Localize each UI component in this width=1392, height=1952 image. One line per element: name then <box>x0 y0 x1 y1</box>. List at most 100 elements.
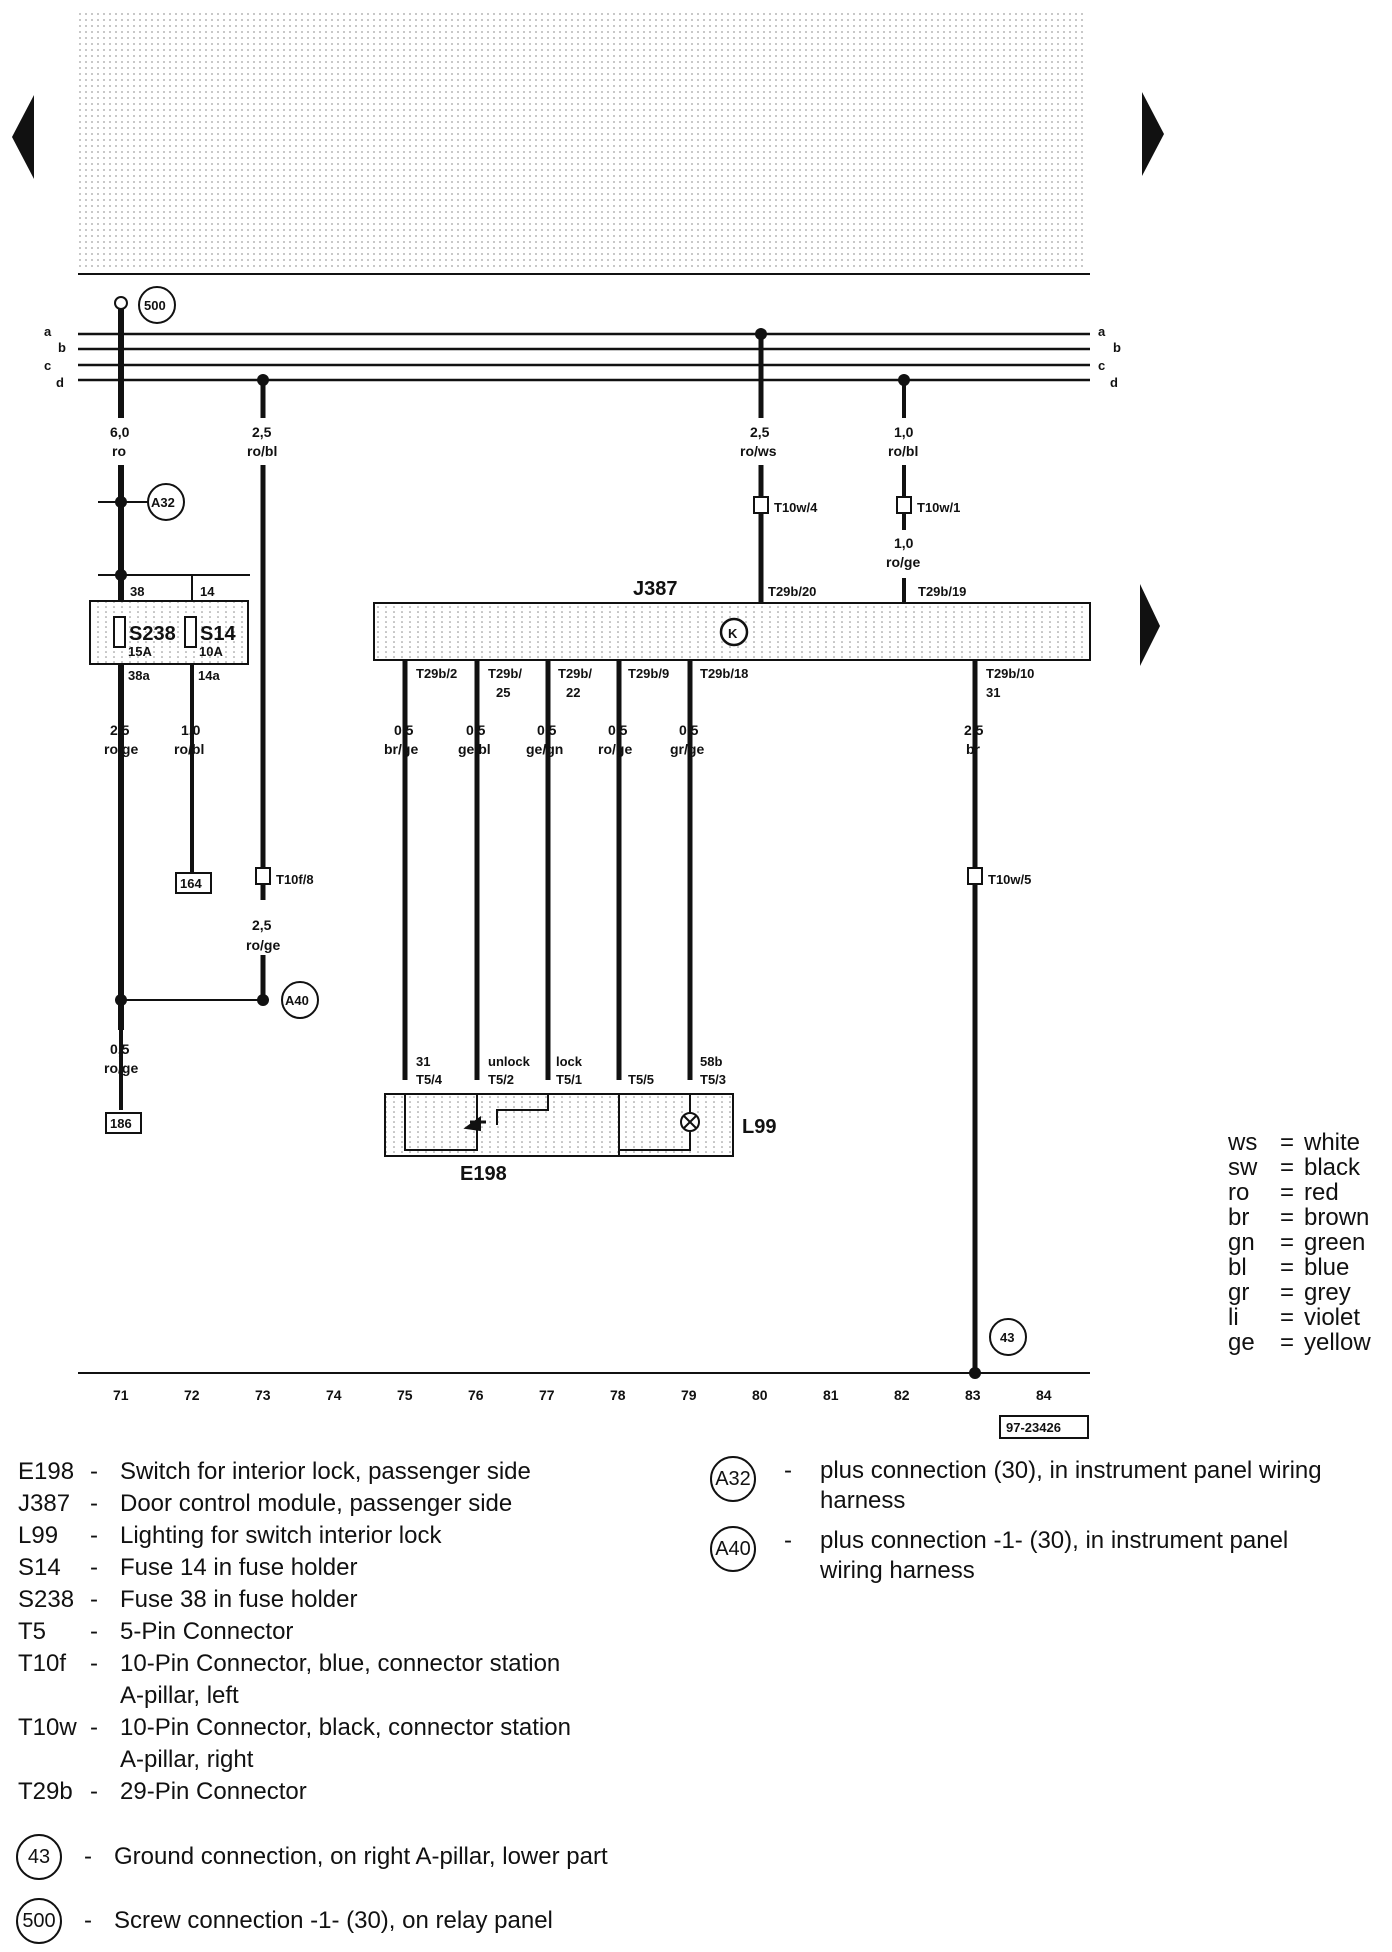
bus-label: c <box>44 358 51 373</box>
column-number: 78 <box>610 1387 626 1403</box>
ground-row: 43 - Ground connection, on right A-pilla… <box>16 1834 608 1880</box>
junction-dot <box>755 328 767 340</box>
legend-row: ge=yellow <box>1228 1329 1371 1356</box>
parts-list: E198-Switch for interior lock, passenger… <box>18 1456 640 1808</box>
junction-dot <box>257 374 269 386</box>
column-number: 82 <box>894 1387 910 1403</box>
connector-t29b19: T29b/19 <box>918 584 966 599</box>
fuse-s14-symbol <box>184 616 197 648</box>
switch-e198-label: E198 <box>460 1163 507 1185</box>
parts-row: T10f-10-Pin Connector, blue, connector s… <box>18 1650 561 1709</box>
legend-row: ro=red <box>1228 1179 1339 1206</box>
wire-size: 1,0 <box>894 535 914 551</box>
wire-color: ge/gn <box>526 741 563 757</box>
wire-color: gr/ge <box>670 741 704 757</box>
ground-row: 500 - Screw connection -1- (30), on rela… <box>16 1898 608 1944</box>
wire-size: 0,5 <box>110 1041 130 1057</box>
arrow-left-icon <box>12 95 34 179</box>
lamp-l99-cross <box>683 1115 697 1129</box>
parts-row: E198-Switch for interior lock, passenger… <box>18 1458 531 1485</box>
column-number: 80 <box>752 1387 768 1403</box>
connector-t10w1-label: T10w/1 <box>917 500 960 515</box>
wire-size: 6,0 <box>110 424 130 440</box>
header-texture <box>78 12 1086 270</box>
column-number: 76 <box>468 1387 484 1403</box>
junction-dot <box>115 994 127 1006</box>
wire-color: ro/ge <box>104 1060 138 1076</box>
junction-dot <box>115 569 127 581</box>
wire-color: ro/ge <box>598 741 632 757</box>
wire-size: 1,0 <box>181 722 201 738</box>
junction-dot <box>898 374 910 386</box>
parts-row: T10w-10-Pin Connector, black, connector … <box>18 1714 571 1773</box>
wire-color: ro/ge <box>104 741 138 757</box>
a40-symbol <box>281 981 319 1019</box>
wire-color: br <box>966 741 981 757</box>
wire-size: 0,5 <box>679 722 699 738</box>
connector-t10w1-symbol <box>896 496 912 514</box>
bus-label: d <box>1110 375 1118 390</box>
wire-size: 0,5 <box>608 722 628 738</box>
ground-500-symbol <box>138 286 176 324</box>
legend-row: ws=white <box>1228 1129 1361 1156</box>
wire-color: ge/bl <box>458 741 491 757</box>
lamp-l99-label: L99 <box>742 1116 776 1138</box>
fuse-s238-name: S238 <box>129 623 176 645</box>
a32-symbol <box>147 483 185 521</box>
arrow-right-j387 <box>1140 584 1160 666</box>
plus-list: A32 - plus connection (30), in instrumen… <box>710 1456 1380 1586</box>
a32-icon: A32 <box>710 1456 756 1502</box>
connector-t29b18: T29b/18 <box>700 666 748 681</box>
ground-list: 43 - Ground connection, on right A-pilla… <box>16 1834 608 1944</box>
fuse-s14-name: S14 <box>200 623 236 645</box>
connector-t29b9: T29b/9 <box>628 666 669 681</box>
parts-row: T5-5-Pin Connector <box>18 1618 294 1645</box>
wire-color: ro/bl <box>888 443 918 459</box>
module-j387-label: J387 <box>633 578 678 600</box>
connector-t52: T5/2 <box>488 1072 514 1087</box>
column-number: 72 <box>184 1387 200 1403</box>
pin-function: 58b <box>700 1054 722 1069</box>
plus-row: A40 - plus connection -1- (30), in instr… <box>710 1526 1380 1586</box>
connector-t55: T5/5 <box>628 1072 654 1087</box>
connector-t53: T5/3 <box>700 1072 726 1087</box>
bus-label: b <box>1113 340 1121 355</box>
wire-size: 2,5 <box>110 722 130 738</box>
wire-size: 2,5 <box>964 722 984 738</box>
wire-color: ro/ws <box>740 443 777 459</box>
bus-label: a <box>1098 324 1106 339</box>
arrow-right-icon <box>1142 92 1164 176</box>
ground-500-icon: 500 <box>16 1898 62 1944</box>
connector-t29b25: T29b/ <box>488 666 522 681</box>
a32-label: A32 <box>151 495 175 510</box>
connector-t10w4-label: T10w/4 <box>774 500 818 515</box>
bus-label: d <box>56 375 64 390</box>
connector-t51: T5/1 <box>556 1072 582 1087</box>
ref-164-box <box>175 872 212 894</box>
color-legend: ws=white sw=black ro=red br=brown gn=gre… <box>1228 1130 1371 1355</box>
connector-t29b2: T29b/2 <box>416 666 457 681</box>
wire-size: 2,5 <box>750 424 770 440</box>
module-j387-k-symbol <box>719 617 749 647</box>
legend-row: gr=grey <box>1228 1279 1351 1306</box>
bus-labels-right: a b c d <box>1098 324 1121 390</box>
wire-color: br/ge <box>384 741 418 757</box>
fuse-s238-in: 38 <box>130 584 144 599</box>
junction-dot <box>115 496 127 508</box>
column-number: 75 <box>397 1387 413 1403</box>
bus-label: b <box>58 340 66 355</box>
fuse-s238-symbol <box>113 616 126 648</box>
a40-label: A40 <box>285 993 309 1008</box>
wire-color: ro/bl <box>247 443 277 459</box>
wire-size: 0,5 <box>466 722 486 738</box>
legend-row: sw=black <box>1228 1154 1361 1181</box>
output-wires <box>402 660 978 1373</box>
connector-t10w5-symbol <box>967 867 983 885</box>
connector-t10w4-symbol <box>753 496 769 514</box>
bus-lines <box>78 332 1090 382</box>
fuse-s14-out: 14a <box>198 668 220 683</box>
wire-size: 0,5 <box>537 722 557 738</box>
module-j387-k-letter: K <box>728 626 738 641</box>
column-number: 77 <box>539 1387 555 1403</box>
parts-row: J387-Door control module, passenger side <box>18 1490 513 1517</box>
